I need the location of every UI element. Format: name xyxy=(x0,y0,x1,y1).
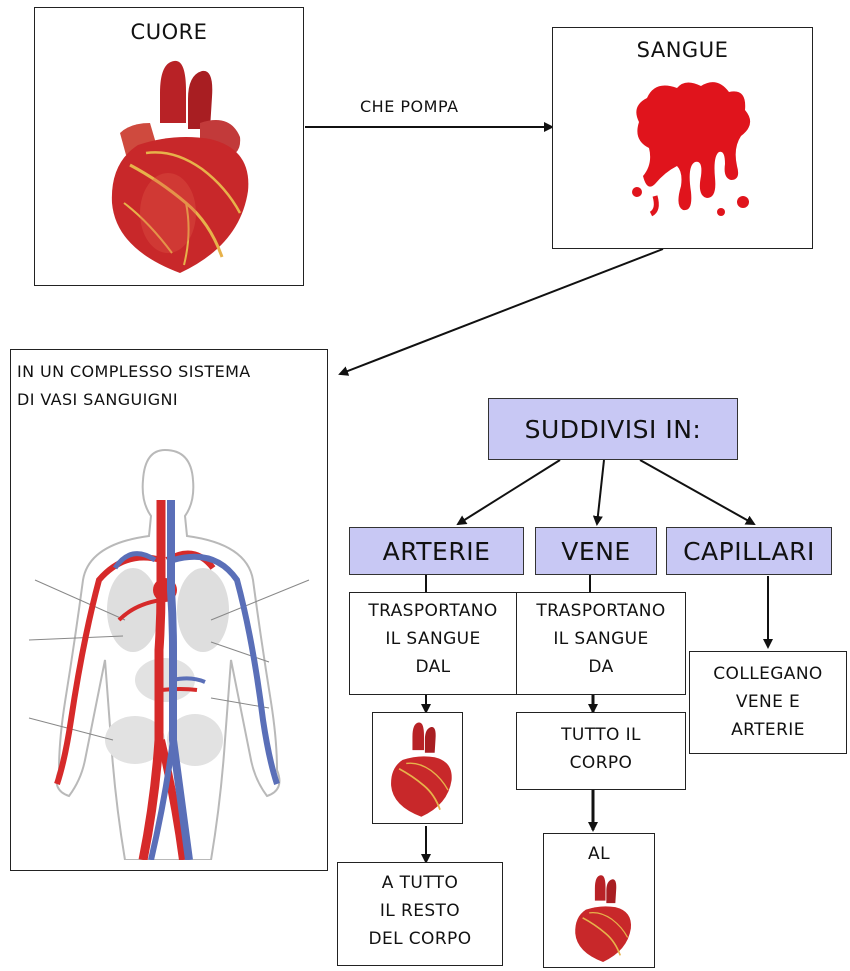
arterie-destination: A TUTTO IL RESTO DEL CORPO xyxy=(338,869,502,953)
arrow-to-vene xyxy=(597,460,604,524)
blood-splat-image xyxy=(625,76,765,226)
arterie-description-box: TRASPORTANO IL SANGUE DAL xyxy=(349,592,517,695)
arrow-blood-to-system xyxy=(340,249,663,374)
capillari-description: COLLEGANO VENE E ARTERIE xyxy=(690,660,846,744)
vene-destination-box: AL xyxy=(543,833,655,968)
heart-title: CUORE xyxy=(35,20,303,44)
heart-image-small xyxy=(381,719,455,819)
system-title: IN UN COMPLESSO SISTEMA DI VASI SANGUIGN… xyxy=(17,358,251,414)
system-box: IN UN COMPLESSO SISTEMA DI VASI SANGUIGN… xyxy=(10,349,328,871)
blood-title: SANGUE xyxy=(553,38,812,62)
arrow-to-arterie xyxy=(458,460,560,524)
capillari-description-box: COLLEGANO VENE E ARTERIE xyxy=(689,651,847,754)
arterie-destination-box: A TUTTO IL RESTO DEL CORPO xyxy=(337,862,503,966)
vene-destination: AL xyxy=(544,840,654,868)
capillari-header: CAPILLARI xyxy=(666,527,832,575)
vene-description: TRASPORTANO IL SANGUE DA xyxy=(517,597,685,681)
arrow-to-capillari xyxy=(640,460,754,524)
vene-description-box: TRASPORTANO IL SANGUE DA xyxy=(516,592,686,695)
divided-header: SUDDIVISI IN: xyxy=(488,398,738,460)
vene-source: TUTTO IL CORPO xyxy=(517,721,685,777)
pump-label: CHE POMPA xyxy=(360,97,459,116)
arterie-heart-box xyxy=(372,712,463,824)
arterie-description: TRASPORTANO IL SANGUE DAL xyxy=(350,597,516,681)
heart-box: CUORE xyxy=(34,7,304,286)
blood-box: SANGUE xyxy=(552,27,813,249)
heart-image-small xyxy=(564,872,636,964)
arterie-header: ARTERIE xyxy=(349,527,524,575)
circulatory-system-image xyxy=(15,440,323,860)
vene-header: VENE xyxy=(535,527,657,575)
vene-source-box: TUTTO IL CORPO xyxy=(516,712,686,790)
heart-image xyxy=(90,53,255,278)
